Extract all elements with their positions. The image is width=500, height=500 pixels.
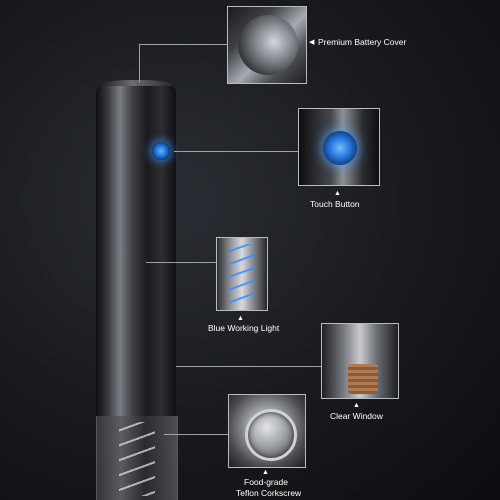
up-arrow-icon: ▲ [262,469,269,476]
callout-line-battery-v [139,44,140,82]
label-working-light: Blue Working Light [208,323,280,333]
label-battery-cover: Premium Battery Cover [318,37,407,47]
corkscrew-detail [228,394,306,468]
callout-line-cork [164,434,228,435]
up-arrow-icon: ▲ [353,402,360,409]
callout-line-window [176,366,321,367]
device-clear-window [96,416,178,500]
battery-cover-disc-icon [238,15,298,75]
cork-icon [348,364,378,394]
working-light-detail [216,237,268,311]
blue-coil-icon [229,244,255,304]
up-arrow-icon: ▲ [334,190,341,197]
spiral-corkscrew-icon [119,422,155,496]
battery-cap [100,80,172,90]
up-arrow-icon: ▲ [237,315,244,322]
left-arrow-icon: ◀ [309,39,315,46]
device-barrel [96,86,176,416]
touch-button-detail [298,108,380,186]
touch-button-glow-icon [152,142,170,160]
label-clear-window: Clear Window [330,411,383,421]
callout-line-light [146,262,216,263]
clear-window-detail [321,323,399,399]
electric-wine-opener [96,80,178,500]
label-touch-button: Touch Button [310,199,360,209]
callout-line-touch [174,151,298,152]
touch-button-icon [323,131,357,165]
label-corkscrew-2: Teflon Corkscrew [236,488,302,498]
corkscrew-ring-icon [245,409,297,461]
label-corkscrew-1: Food-grade [244,477,288,487]
battery-cover-detail [227,6,307,84]
callout-line-battery-h [139,44,227,45]
